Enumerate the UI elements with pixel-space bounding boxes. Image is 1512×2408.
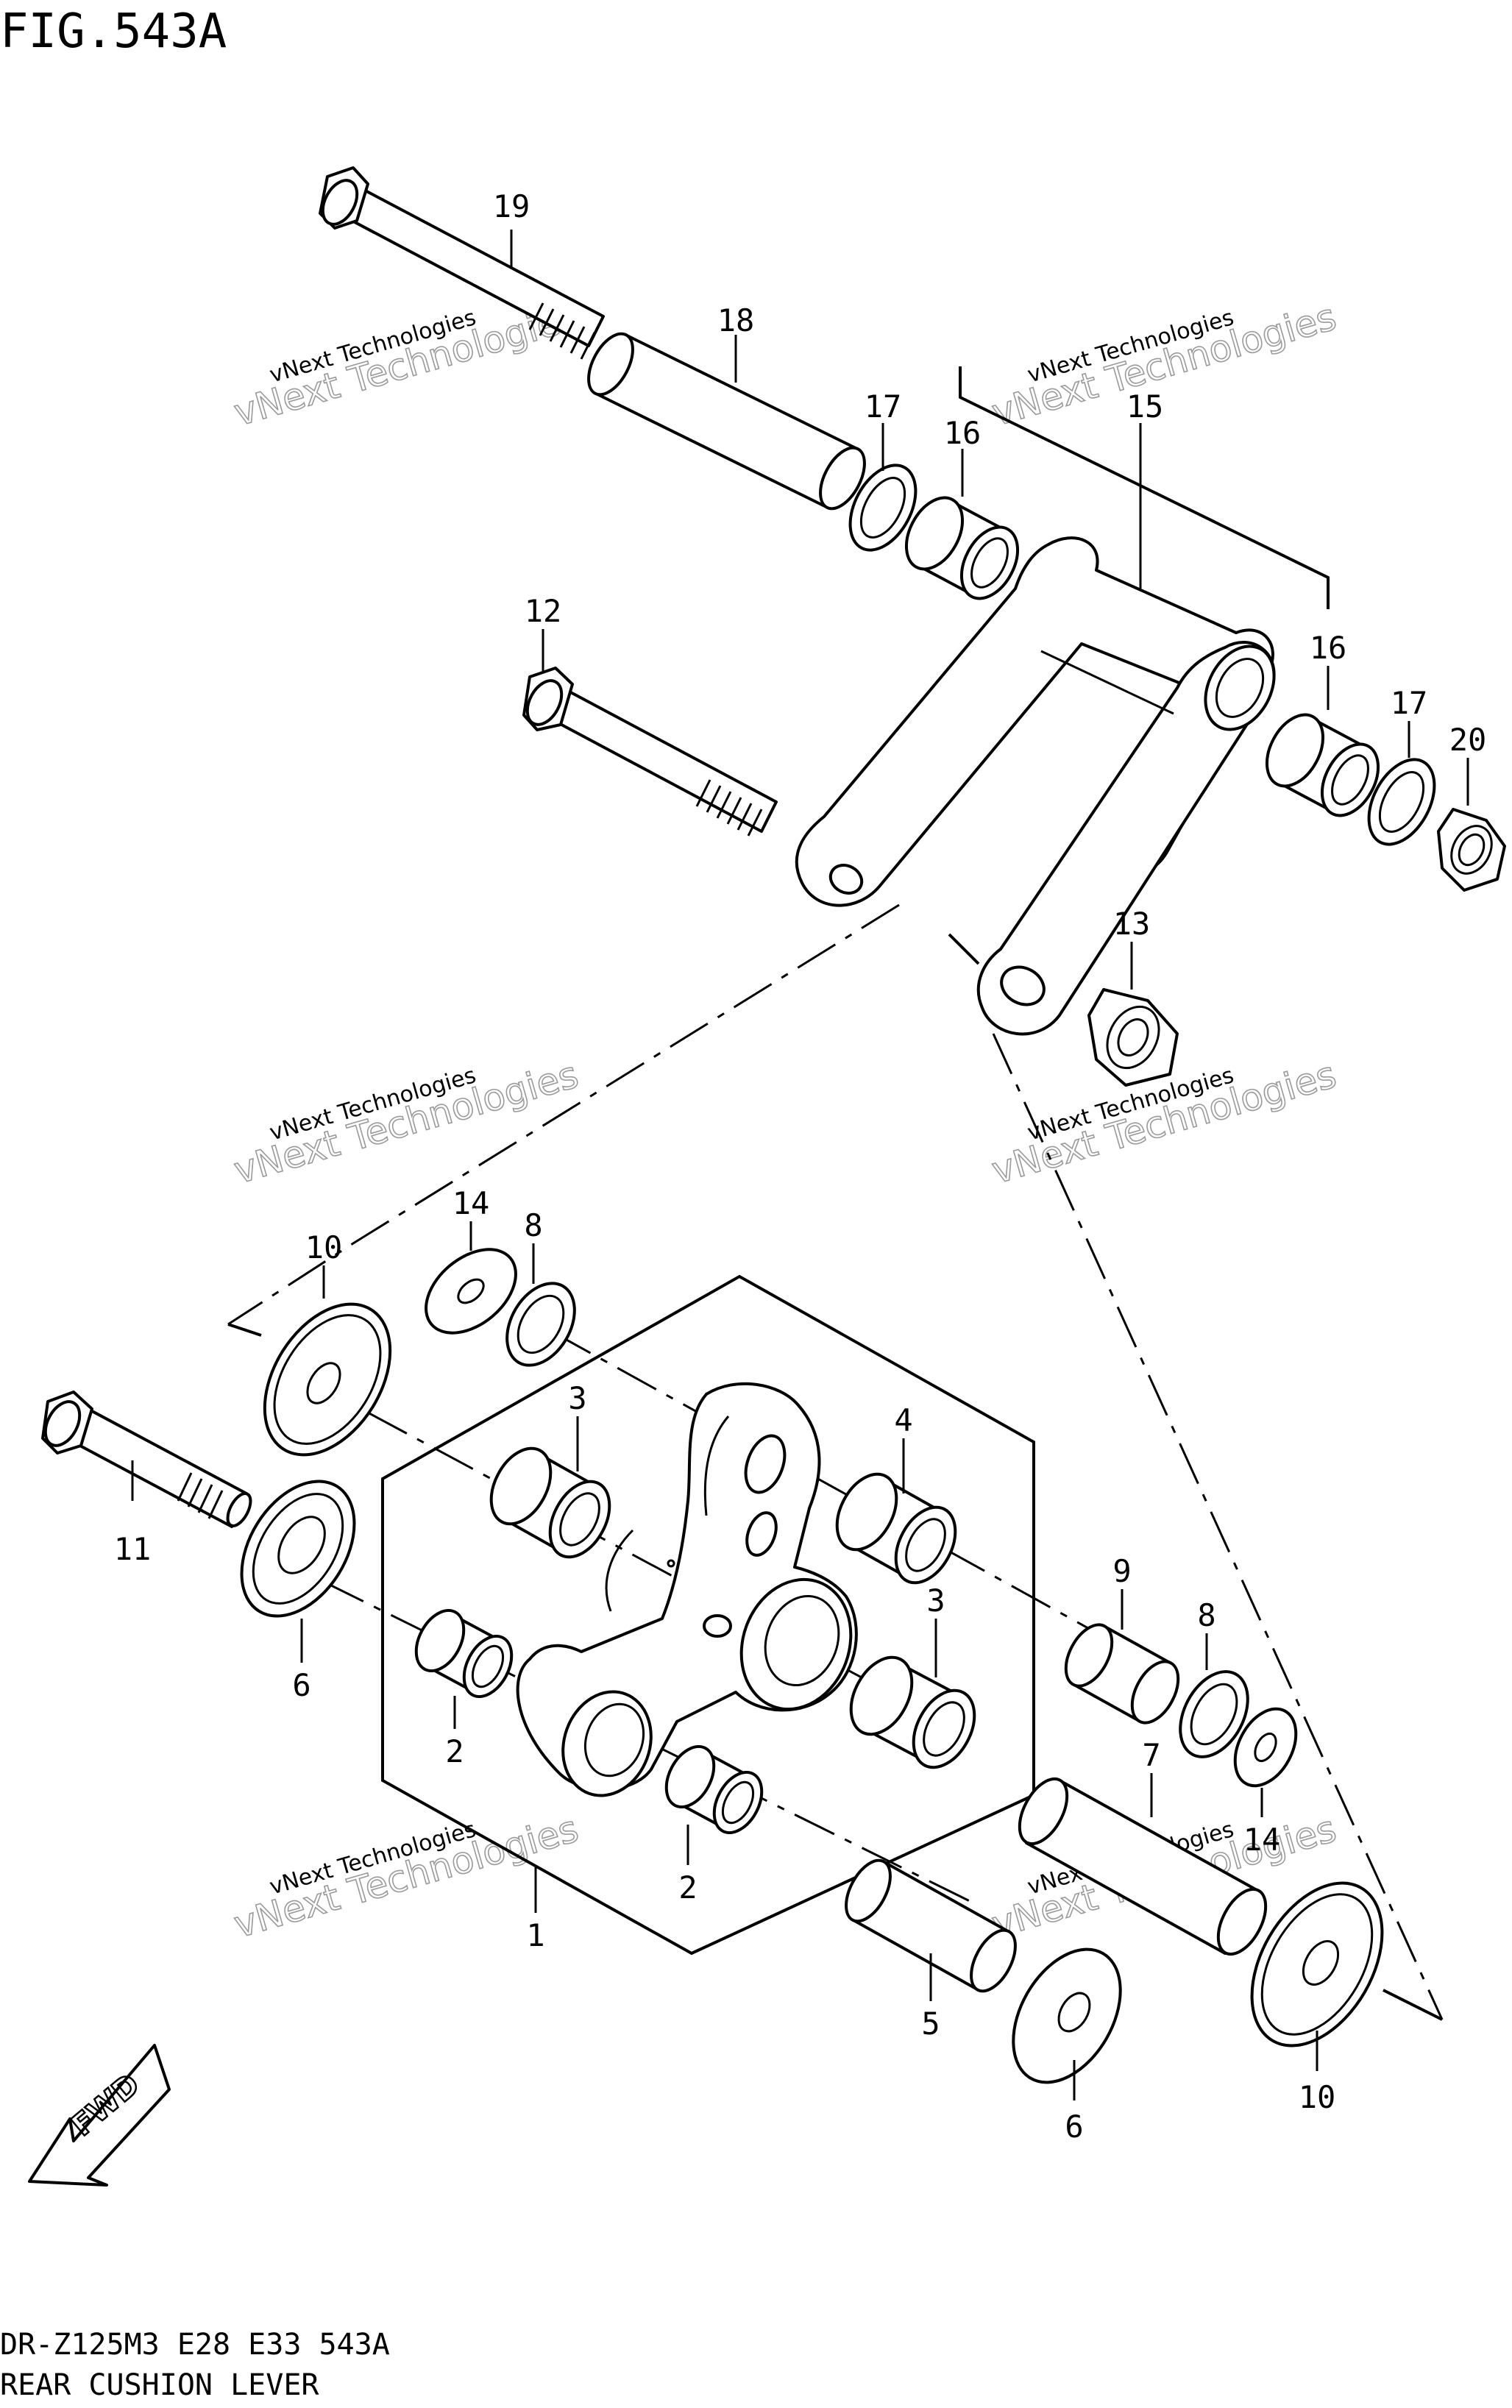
part-14-washer-upper[interactable] [410,1233,531,1350]
callout-16-lower: 16 [1310,630,1347,666]
part-18-collar[interactable] [580,327,874,516]
part-12-bolt[interactable] [520,667,778,837]
callout-labels: 19 18 17 16 15 12 16 17 20 13 14 8 10 3 … [114,188,1487,2145]
callout-14-upper: 14 [452,1185,490,1221]
part-19-bolt[interactable] [316,166,605,360]
callout-3-upper: 3 [568,1380,586,1416]
part-10-washer-upper[interactable] [239,1282,416,1477]
part-7-collar[interactable] [1010,1771,1276,1961]
callout-8-lower: 8 [1197,1597,1215,1633]
callout-6-left: 6 [292,1667,310,1703]
callout-12: 12 [525,593,562,629]
callout-20: 20 [1449,722,1487,758]
part-10-washer-lower[interactable] [1225,1861,1409,2069]
part-17-seal-lower[interactable] [1355,748,1447,855]
callout-14-lower: 14 [1243,1822,1281,1858]
part-14-washer-lower[interactable] [1223,1699,1308,1797]
fwd-arrow-icon: FWD [28,2044,171,2187]
callout-6-right: 6 [1065,2109,1083,2145]
part-6-washer-right[interactable] [991,1931,1142,2101]
callout-17-lower: 17 [1391,685,1428,721]
part-16-bearing-lower[interactable] [1255,706,1389,825]
callout-18: 18 [717,302,755,338]
figure-title: FIG.543A [0,4,227,59]
callout-17-upper: 17 [865,388,902,425]
part-2-bearing-left[interactable] [407,1602,522,1705]
part-5-collar[interactable] [837,1853,1025,1998]
callout-9: 9 [1112,1553,1131,1589]
part-2-bearing-lower[interactable] [657,1738,772,1841]
callout-5: 5 [921,2006,940,2042]
callout-2-left: 2 [445,1733,464,1769]
part-16-bearing-upper[interactable] [895,489,1029,608]
part-3-bearing-upper[interactable] [479,1438,621,1567]
part-9-collar[interactable] [1057,1617,1188,1730]
part-13-nut[interactable] [1087,988,1179,1087]
callout-13: 13 [1113,906,1151,942]
callout-2-lower: 2 [678,1869,697,1906]
leader-lines [131,230,1469,2100]
callout-15: 15 [1126,388,1164,425]
part-6-washer-left[interactable] [219,1461,377,1636]
part-8-seal-lower[interactable] [1167,1660,1262,1768]
callout-4: 4 [894,1402,912,1438]
callout-19: 19 [493,188,530,224]
part-1-cushion-lever[interactable] [516,1382,869,1808]
part-4-bearing[interactable] [825,1464,967,1593]
part-8-seal-upper[interactable] [493,1271,588,1377]
assembly-frame-lines [227,366,1444,2021]
callout-3-lower: 3 [926,1583,945,1619]
callout-10-upper: 10 [305,1229,343,1265]
callout-7: 7 [1142,1737,1160,1773]
part-15-cushion-rod[interactable] [795,536,1288,1036]
callout-16-upper: 16 [944,415,982,451]
callout-10-lower: 10 [1299,2079,1336,2115]
part-3-bearing-lower[interactable] [839,1647,987,1778]
model-code: DR-Z125M3 E28 E33 543A [0,2328,390,2362]
section-name: REAR CUSHION LEVER [0,2368,319,2402]
callout-8-upper: 8 [524,1207,542,1243]
part-20-nut[interactable] [1437,808,1506,892]
part-17-seal-upper[interactable] [837,454,929,561]
callout-1: 1 [526,1917,544,1953]
callout-11: 11 [114,1531,152,1567]
part-11-bolt[interactable] [38,1391,255,1530]
